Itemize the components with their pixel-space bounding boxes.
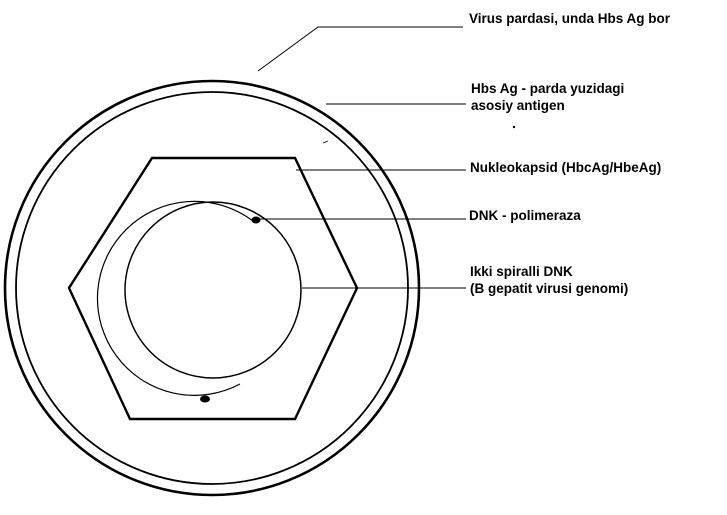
leader-line-envelope bbox=[258, 27, 463, 71]
label-nucleocapsid: Nukleokapsid (HbcAg/HbeAg) bbox=[470, 159, 661, 176]
speck bbox=[513, 126, 515, 128]
label-hbsag: Hbs Ag - parda yuzidagi asosiy antigen bbox=[471, 80, 624, 114]
speck bbox=[323, 141, 328, 143]
label-dna-polymerase-text: DNK - polimeraza bbox=[469, 207, 581, 224]
label-double-strand-dna: Ikki spiralli DNK (B gepatit virusi geno… bbox=[470, 263, 628, 297]
label-virus-envelope-text: Virus pardasi, unda Hbs Ag bor bbox=[469, 10, 670, 27]
label-dna-line2: (B gepatit virusi genomi) bbox=[470, 280, 628, 297]
dna-strand-inner bbox=[125, 202, 301, 378]
label-nucleocapsid-text: Nukleokapsid (HbcAg/HbeAg) bbox=[470, 159, 661, 176]
label-hbsag-line2: asosiy antigen bbox=[471, 97, 624, 114]
label-virus-envelope: Virus pardasi, unda Hbs Ag bor bbox=[469, 10, 670, 27]
label-dna-line1: Ikki spiralli DNK bbox=[470, 263, 628, 280]
dna-strand-outer bbox=[97, 201, 253, 395]
label-hbsag-line1: Hbs Ag - parda yuzidagi bbox=[471, 80, 624, 97]
label-dna-polymerase: DNK - polimeraza bbox=[469, 207, 581, 224]
polymerase-dot-top bbox=[252, 217, 261, 224]
polymerase-dot-bottom bbox=[200, 396, 210, 403]
